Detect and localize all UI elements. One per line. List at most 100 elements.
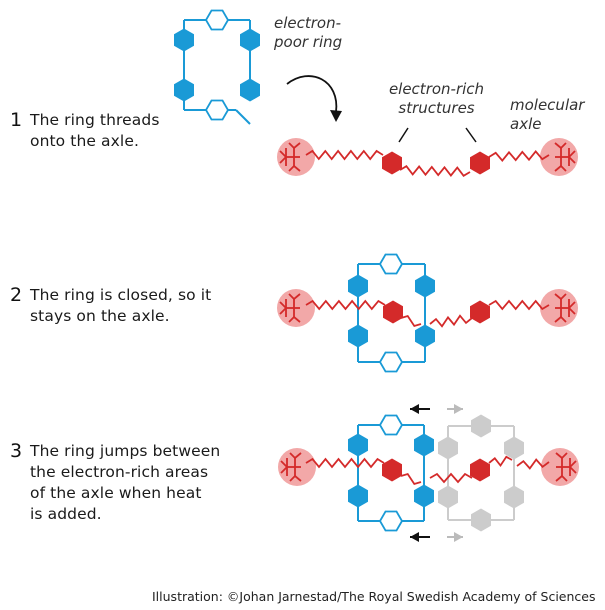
stopper-left-branch [289,475,296,482]
ring-closed-filled-hex [348,433,368,457]
stopper-right-branch [555,475,563,482]
stopper-right-branch [569,466,577,474]
step-1-number: 1 [10,109,23,131]
ring-closed-filled-hex [415,324,435,348]
ring-open-tail [235,109,251,125]
ring-open-hollow-hex-top [204,9,230,31]
electron-rich-hex [382,151,402,175]
stopper-right-branch [560,165,567,172]
stopper-right-branch [554,293,562,300]
step-3-text: The ring jumps between the electron-rich… [30,442,221,523]
stopper-left-branch [288,293,295,300]
stopper-right-branch [554,165,562,172]
ring-open-filled-hex [174,28,194,52]
image-credit: Illustration: ©Johan Jarnestad/The Royal… [152,589,596,604]
stopper-left-branch [293,293,301,300]
axle-chain [488,455,513,468]
stopper-left-branch [280,460,288,468]
axle-chain [400,472,422,486]
electron-rich-hex [470,151,490,175]
threading-arrow-curve [286,75,338,113]
axle-chain [429,472,473,484]
step-2: 2 The ring is closed, so it stays on the… [10,285,211,327]
electron-rich-hex [470,300,490,324]
label-molecular-axle: molecular axle [510,96,585,133]
ring-closed-hollow-hex [378,253,404,275]
stopper-right-branch [554,316,562,323]
ring-open-filled-hex [240,28,260,52]
stopper-left-branch [279,301,287,309]
shuttle-arrow-left-bottom-head [410,532,419,542]
stopper-right-branch [568,307,576,315]
pointer-line-right [465,127,477,143]
ghost-ring-hex [504,485,524,509]
stopper-left-branch [293,165,301,172]
stopper-left-branch [294,475,302,482]
shuttle-arrow-left-top-head [410,404,419,414]
stopper-right-branch [561,452,568,459]
ring-closed-hollow-hex [378,510,404,532]
ghost-ring-hex [438,485,458,509]
stopper-left-branch [293,142,301,149]
ring-closed-filled-hex [348,324,368,348]
axle-chain [488,149,550,163]
stopper-right-branch [569,460,577,468]
ghost-ring-hex [471,414,491,438]
stopper-right-branch [568,156,576,164]
stopper-left-branch [288,165,295,172]
ring-closed-filled-hex [348,274,368,298]
axle-chain [400,314,422,328]
axle-chain [305,299,386,311]
stopper-left-branch [288,316,295,323]
stopper-left-branch [288,142,295,149]
step-1-text: The ring threads onto the axle. [30,111,160,150]
axle-chain [305,457,385,469]
ring-open-filled-hex [240,78,260,102]
ring-closed-filled-hex [414,433,434,457]
ring-closed-filled-hex [415,274,435,298]
axle-chain [305,149,384,161]
threading-arrow-head [330,110,342,122]
stopper-left-branch [289,452,296,459]
axle-chain [399,165,471,177]
stopper-left-branch [279,156,287,164]
electron-rich-hex [382,458,402,482]
ring-open-hollow-hex-bottom [204,99,230,121]
shuttle-arrow-right-bottom-head [454,532,463,542]
step-1: 1 The ring threads onto the axle. [10,110,160,152]
pointer-line-left [398,127,409,143]
stopper-left-branch [280,466,288,474]
ghost-ring-hex [504,436,524,460]
axle-chain [488,299,550,311]
ring-closed-hollow-hex [378,414,404,436]
stopper-right-branch [568,150,576,158]
axle-chain [516,458,550,470]
stopper-left-branch [294,452,302,459]
ring-closed-hollow-hex [378,351,404,373]
stopper-right-branch [554,142,562,149]
axle-chain [429,314,473,328]
stopper-right-branch [560,293,567,300]
ghost-ring-hex [471,508,491,532]
ghost-ring-hex [438,436,458,460]
step-3-number: 3 [10,440,23,462]
stopper-right-branch [568,301,576,309]
stopper-left-branch [293,316,301,323]
stopper-right-branch [555,452,563,459]
stopper-left-branch [279,150,287,158]
stopper-left-branch [279,307,287,315]
step-2-text: The ring is closed, so it stays on the a… [30,286,212,325]
label-electron-rich-structures: electron-rich structures [388,80,485,117]
electron-rich-hex [470,458,490,482]
shuttle-arrow-right-top-head [454,404,463,414]
stopper-right-branch [560,142,567,149]
step-3: 3 The ring jumps between the electron-ri… [10,441,220,525]
step-2-number: 2 [10,284,23,306]
stopper-right-branch [560,316,567,323]
ring-open-filled-hex [174,78,194,102]
label-electron-poor-ring: electron- poor ring [274,14,343,51]
ring-closed-filled-hex [348,484,368,508]
electron-rich-hex [383,300,403,324]
ring-closed-filled-hex [414,484,434,508]
